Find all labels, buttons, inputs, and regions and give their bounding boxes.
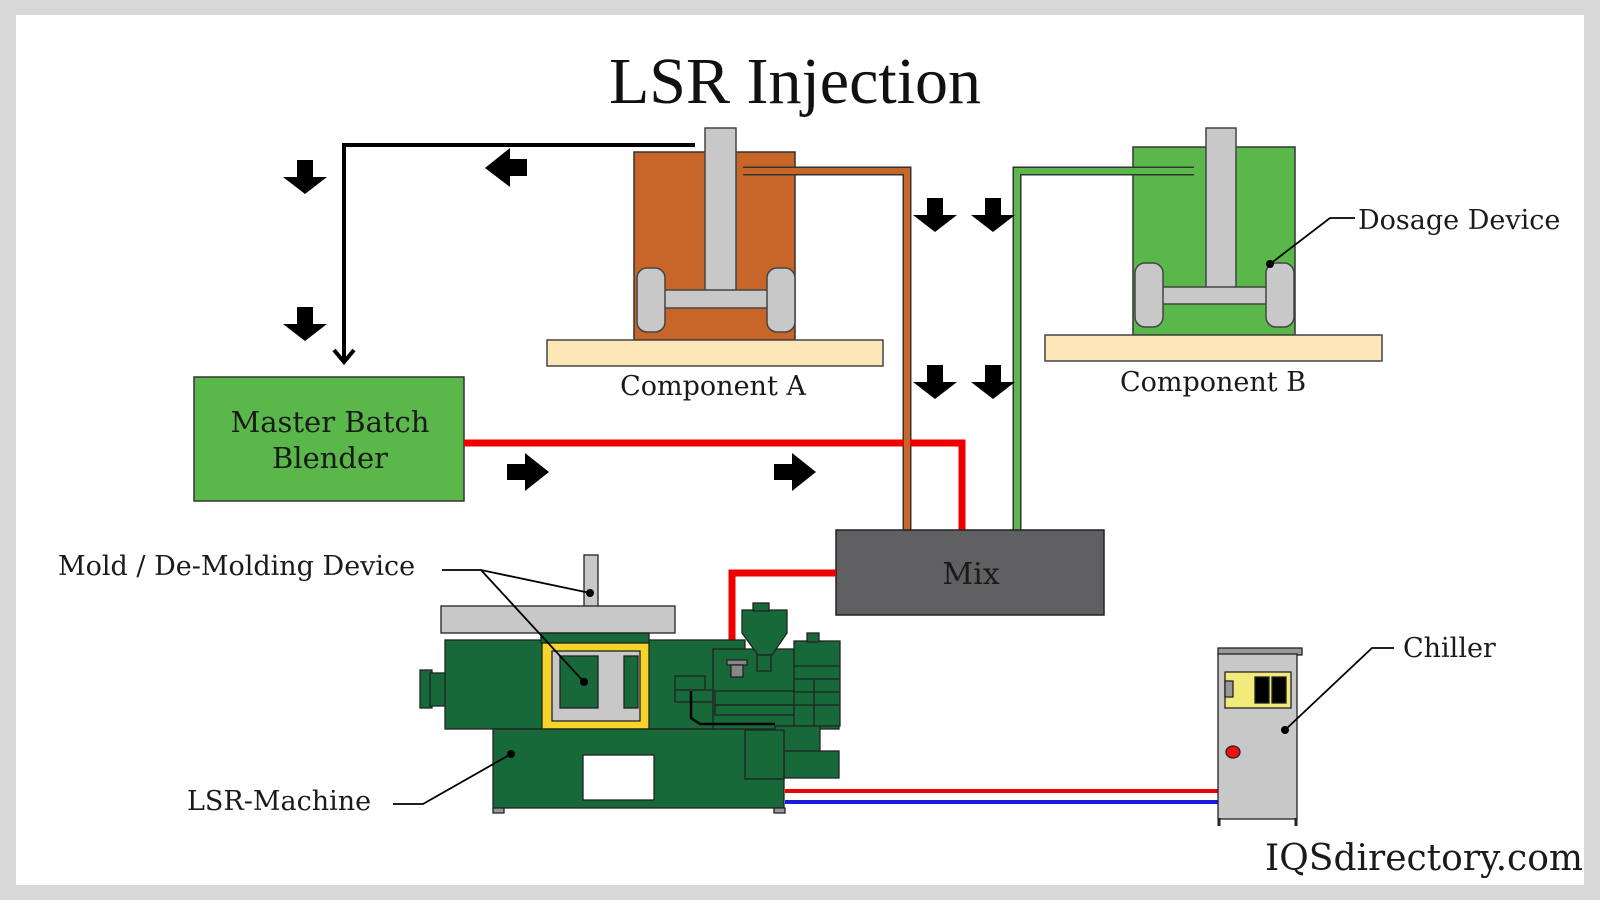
component-a-platform bbox=[546, 339, 884, 367]
callout-dot-icon bbox=[1281, 726, 1289, 734]
component-a-wheel-right bbox=[766, 267, 796, 333]
component-b: Component B bbox=[1044, 127, 1383, 398]
component-a: Component A bbox=[546, 127, 884, 402]
callout-dot-icon bbox=[507, 750, 515, 758]
component-b-axle bbox=[1149, 286, 1273, 305]
master-batch-label-line2: Blender bbox=[272, 441, 388, 475]
component-b-wheel-right bbox=[1265, 262, 1295, 328]
arrow-down-icon bbox=[971, 198, 1015, 232]
component-a-piston-rod bbox=[704, 127, 737, 301]
mold-device-label: Mold / De-Molding Device bbox=[58, 551, 415, 582]
component-b-label: Component B bbox=[1120, 367, 1306, 398]
component-b-line bbox=[1012, 166, 1194, 530]
component-b-wheel-left bbox=[1134, 262, 1164, 328]
diagram-title: LSR Injection bbox=[609, 45, 981, 118]
dosage-device-callout: Dosage Device bbox=[1266, 205, 1560, 268]
arrow-down-icon bbox=[971, 365, 1015, 399]
callout-dot-icon bbox=[1266, 260, 1274, 268]
mix-to-machine-line bbox=[728, 569, 836, 660]
top-platen bbox=[440, 605, 676, 634]
arrow-right-icon bbox=[774, 453, 816, 491]
lsr-machine-callout: LSR-Machine bbox=[187, 750, 515, 817]
arrow-down-icon bbox=[283, 307, 327, 341]
ejector-post bbox=[583, 554, 599, 608]
mix-label: Mix bbox=[942, 557, 999, 592]
component-b-piston-rod bbox=[1205, 127, 1237, 294]
hopper bbox=[741, 609, 788, 656]
dosage-device-label: Dosage Device bbox=[1358, 205, 1560, 236]
component-b-platform bbox=[1044, 334, 1383, 362]
component-a-axle bbox=[649, 289, 771, 309]
arrow-down-icon bbox=[913, 365, 957, 399]
master-batch-label-line1: Master Batch bbox=[231, 405, 430, 439]
chiller-indicator bbox=[1225, 745, 1241, 759]
master-batch-blender: Master Batch Blender bbox=[193, 376, 465, 502]
arrow-down-icon bbox=[913, 198, 957, 232]
chiller bbox=[1217, 647, 1303, 826]
watermark: IQSdirectory.com bbox=[1265, 838, 1583, 879]
flow-arrows bbox=[283, 148, 1015, 491]
lsr-machine-label: LSR-Machine bbox=[187, 786, 371, 817]
component-a-line bbox=[743, 166, 912, 530]
lsr-injection-diagram: LSR Injection Component A Component B bbox=[58, 45, 1583, 879]
chiller-label: Chiller bbox=[1403, 633, 1496, 664]
callout-dot-icon bbox=[580, 678, 588, 686]
mold-callout: Mold / De-Molding Device bbox=[58, 551, 594, 686]
chiller-callout: Chiller bbox=[1281, 633, 1496, 734]
lsr-machine bbox=[419, 554, 841, 814]
arrow-left-icon bbox=[485, 148, 527, 187]
diagram-canvas: LSR Injection Component A Component B bbox=[16, 15, 1584, 885]
arrow-down-icon bbox=[283, 160, 327, 194]
mix-unit: Mix bbox=[835, 529, 1105, 616]
callout-dot-icon bbox=[586, 589, 594, 597]
return-line bbox=[332, 143, 695, 366]
arrow-right-icon bbox=[507, 453, 549, 491]
master-batch-line bbox=[464, 439, 966, 530]
component-a-wheel-left bbox=[636, 267, 666, 333]
base-window bbox=[582, 754, 655, 801]
component-a-label: Component A bbox=[620, 371, 806, 402]
